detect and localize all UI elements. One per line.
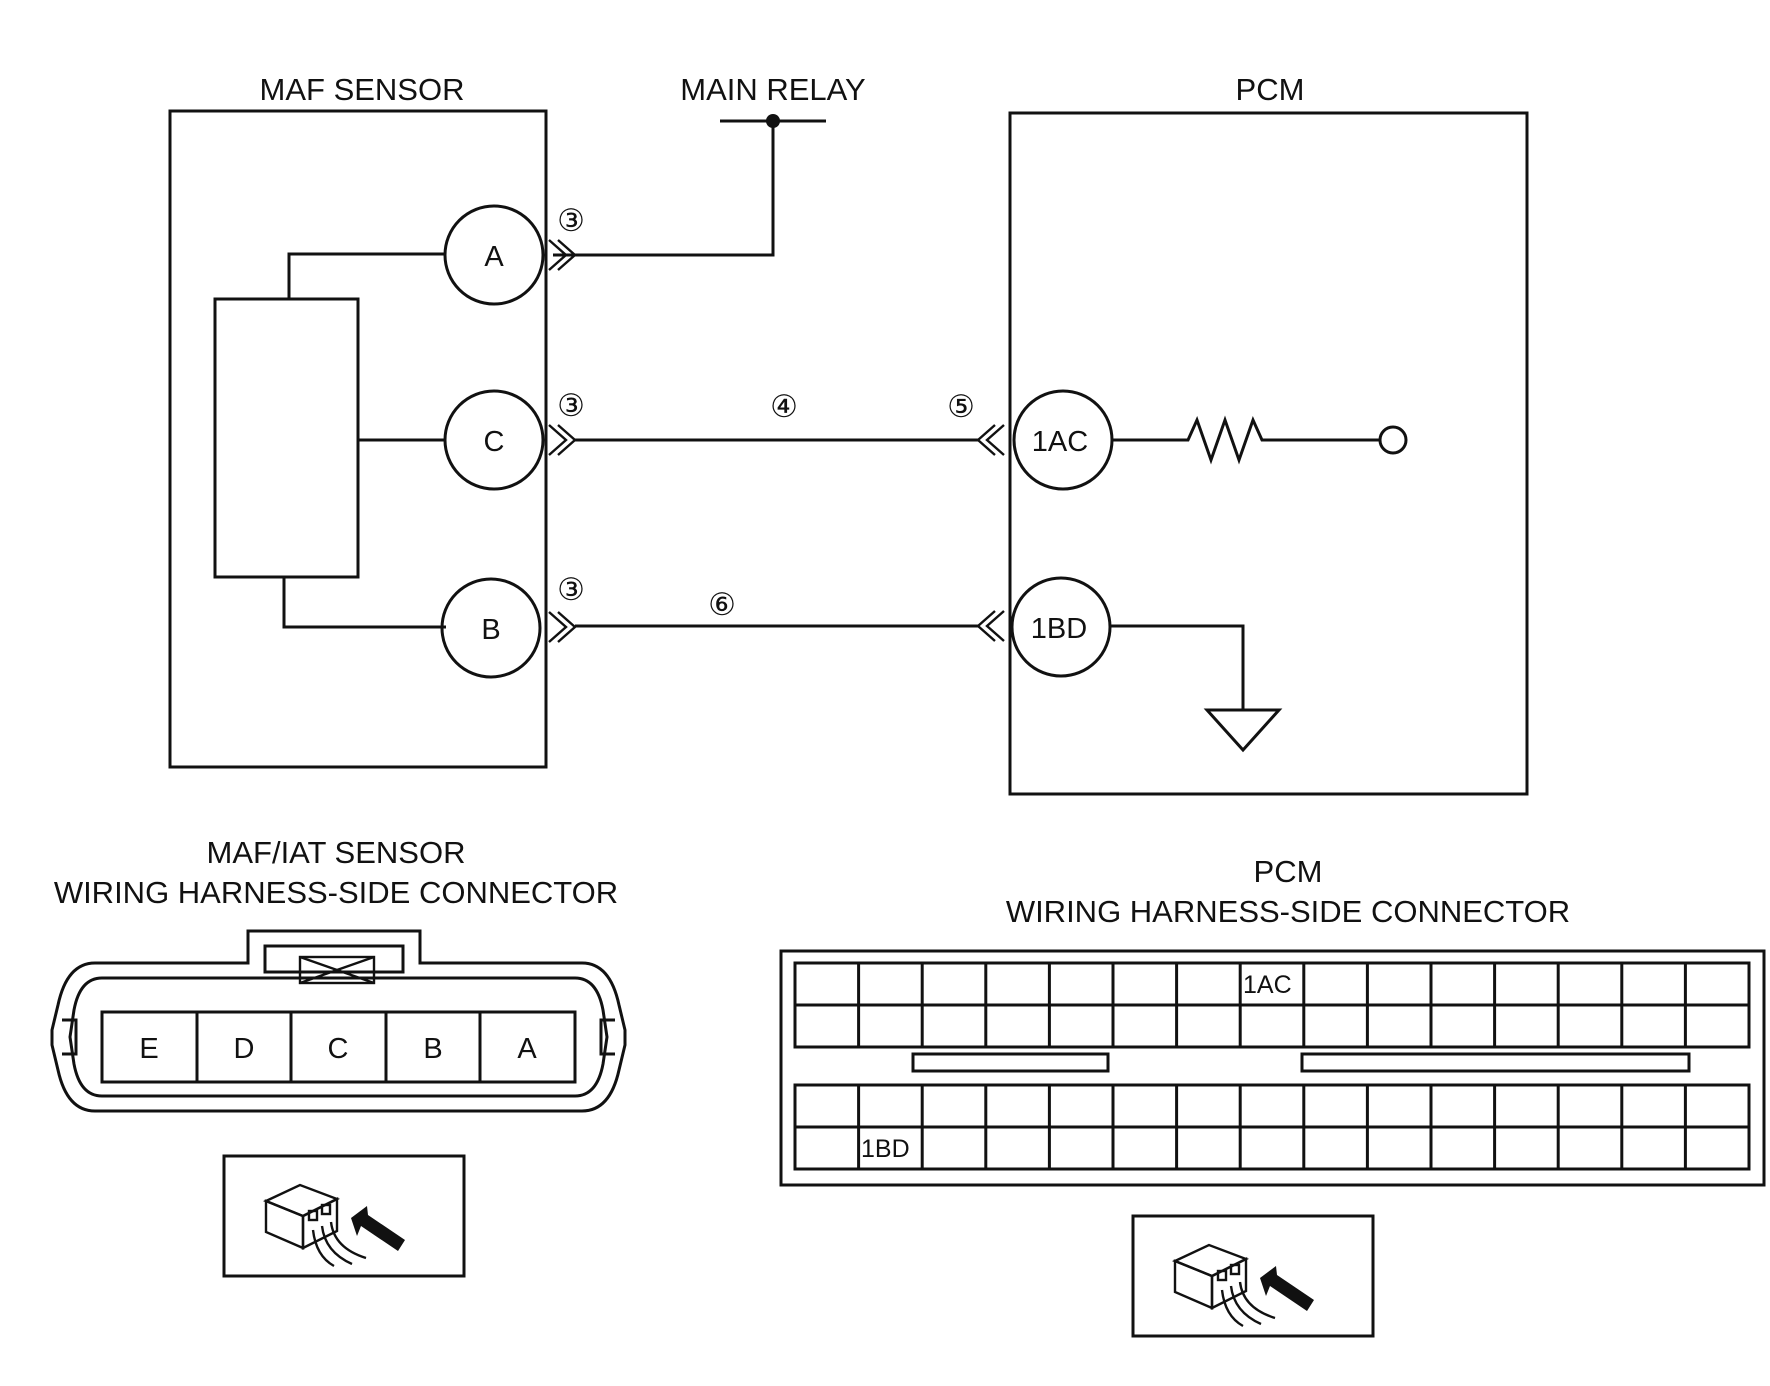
main-relay-wire [553, 121, 775, 257]
maf-terminal-a: A [443, 204, 545, 306]
maf-terminal-b-label: B [481, 614, 500, 646]
harness-view-direction-icon [222, 1154, 466, 1278]
maf-connector-housing [50, 929, 627, 1113]
pcm-terminal-1ac: 1AC [1012, 389, 1114, 491]
marker-maf-c: ③ [557, 388, 585, 423]
pcm-connector-lower-dividers [857, 1085, 1687, 1169]
wire-markers: ③ ③ ③ ④ ⑤ ⑥ [557, 203, 975, 622]
pcm-connector-pin-1ac: 1AC [1243, 971, 1292, 999]
maf-connector-key-left [62, 1018, 78, 1056]
pcm-reference-voltage-terminal [1378, 425, 1408, 455]
pcm-connector-face: PCM WIRING HARNESS-SIDE CONNECTOR 1AC [779, 854, 1766, 1187]
maf-connector-face: MAF/IAT SENSOR WIRING HARNESS-SIDE CONNE… [50, 835, 627, 1113]
marker-circuit-b: ⑥ [708, 587, 736, 622]
marker-pcm-1ac: ⑤ [947, 389, 975, 424]
marker-maf-b: ③ [557, 572, 585, 607]
marker-circuit-c: ④ [770, 389, 798, 424]
maf-connector-inner-housing [68, 976, 609, 1098]
maf-sensor: MAF SENSOR A C B [168, 72, 548, 769]
pcm-connector-key-left [911, 1052, 1110, 1073]
pcm-pullup-resistor [1112, 415, 1380, 465]
pcm-side-connector-marks [976, 424, 1005, 642]
maf-connector-pin-d: D [234, 1033, 255, 1065]
maf-terminal-c: C [443, 389, 545, 491]
maf-sensor-box [168, 109, 548, 769]
maf-connector-pin-e: E [139, 1033, 158, 1065]
pcm-terminal-1bd-label: 1BD [1031, 613, 1087, 645]
pcm: PCM 1AC 1BD [1008, 72, 1529, 796]
pcm-title: PCM [1236, 72, 1305, 107]
maf-connector-key-right [599, 1018, 615, 1056]
pcm-terminal-1ac-label: 1AC [1032, 426, 1088, 458]
maf-connector-pin-b: B [423, 1033, 442, 1065]
pcm-box [1008, 111, 1529, 796]
harness-view-direction-icon [1131, 1214, 1375, 1338]
pcm-connector-upper-dividers [857, 963, 1687, 1047]
main-relay-title: MAIN RELAY [680, 72, 865, 107]
ground-icon [1203, 708, 1283, 753]
maf-terminal-b: B [440, 577, 542, 679]
pcm-terminal-1bd: 1BD [1010, 576, 1112, 678]
maf-terminal-c-label: C [484, 426, 505, 458]
maf-connector-title-line2: WIRING HARNESS-SIDE CONNECTOR [54, 875, 618, 910]
maf-connector-pin-c: C [328, 1033, 349, 1065]
maf-sensor-element [213, 297, 360, 579]
pcm-connector-title-line2: WIRING HARNESS-SIDE CONNECTOR [1006, 894, 1570, 929]
maf-internal-wire-a [287, 252, 446, 299]
maf-sensor-title: MAF SENSOR [260, 72, 465, 107]
maf-connector-lock [298, 955, 376, 985]
pcm-connector-title-line1: PCM [1254, 854, 1323, 889]
maf-terminal-a-label: A [484, 241, 504, 273]
pcm-connector-pin-1bd: 1BD [861, 1135, 910, 1163]
marker-maf-a: ③ [557, 203, 585, 238]
pcm-ground-wire [1110, 624, 1245, 710]
maf-connector-pin-row [100, 1010, 577, 1084]
maf-connector-pin-a: A [517, 1033, 537, 1065]
maf-internal-wire-b [282, 577, 446, 629]
pcm-connector-key-right [1300, 1052, 1691, 1073]
main-relay: MAIN RELAY [553, 72, 866, 257]
maf-connector-title-line1: MAF/IAT SENSOR [207, 835, 466, 870]
pcm-connector-housing [779, 949, 1766, 1187]
